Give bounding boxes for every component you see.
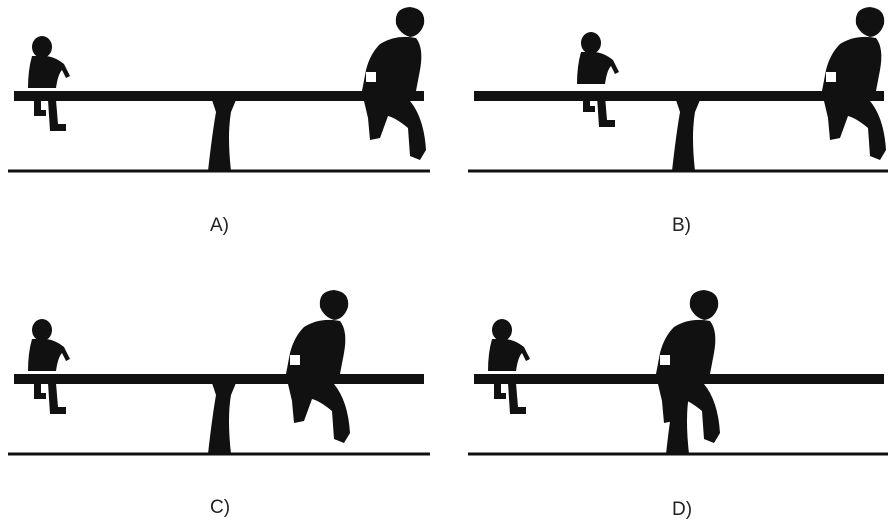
small-child-silhouette [577,32,619,127]
option-label: B) [672,215,691,237]
option-label: D) [672,499,692,521]
seesaw-scene-c [0,262,444,524]
large-child-silhouette [822,7,886,160]
fulcrum [672,100,700,171]
option-b-panel[interactable]: B) [444,0,888,262]
large-child-silhouette [656,290,720,443]
fulcrum [208,383,236,454]
small-child-silhouette [28,36,70,131]
fulcrum [208,100,236,171]
seesaw-scene-b [444,0,888,262]
option-label: C) [210,497,230,519]
option-d-panel[interactable]: D) [444,262,888,524]
small-child-silhouette [488,319,530,414]
large-child-silhouette [286,290,350,443]
seesaw-scene-d [444,262,888,524]
seesaw-plank [474,374,884,384]
option-label: A) [210,215,229,237]
seesaw-plank [474,91,884,101]
large-child-silhouette [362,7,426,160]
option-a-panel[interactable]: A) [0,0,444,262]
seesaw-plank [14,374,424,384]
option-c-panel[interactable]: C) [0,262,444,524]
small-child-silhouette [28,319,70,414]
seesaw-plank [14,91,424,101]
